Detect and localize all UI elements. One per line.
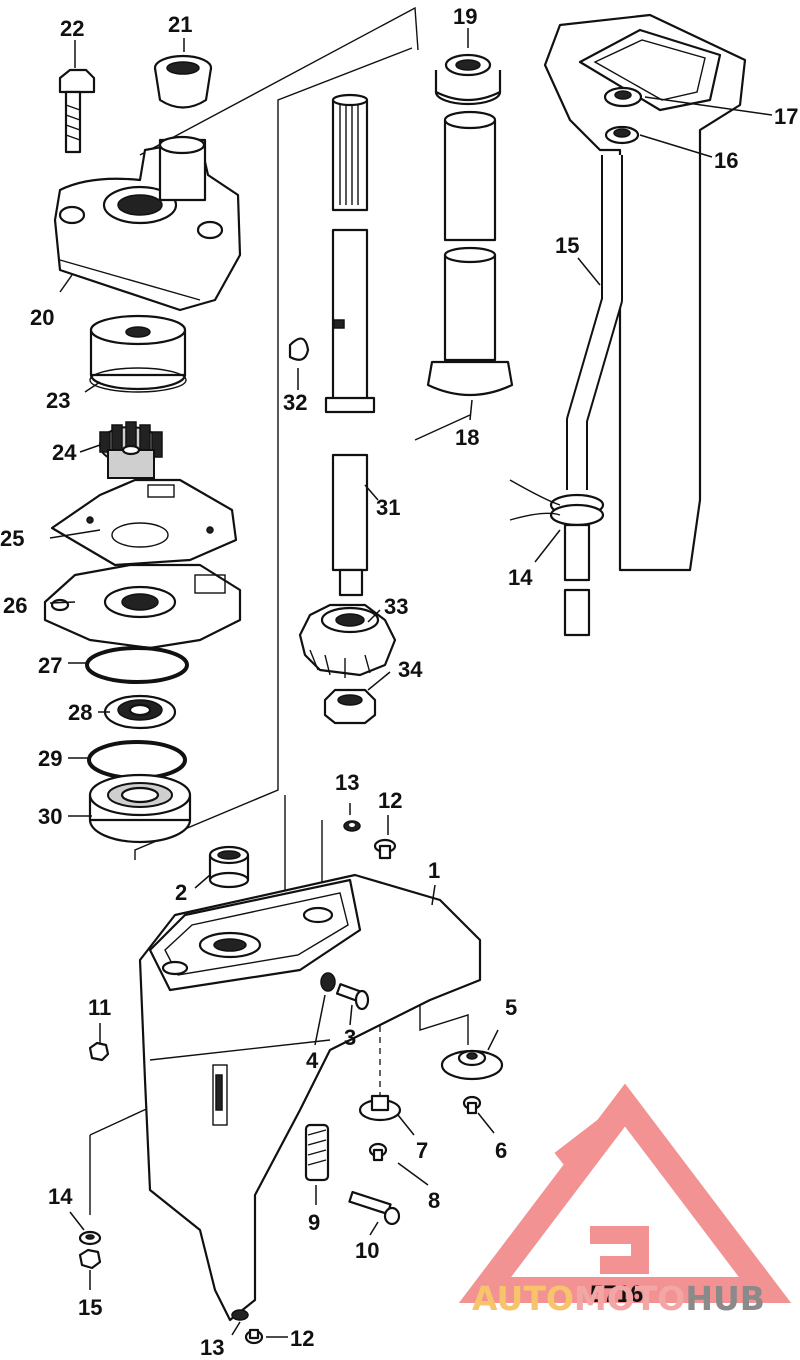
callout-19: 17 bbox=[774, 104, 798, 129]
leader-lines bbox=[49, 28, 773, 1338]
screw-10 bbox=[348, 1190, 401, 1226]
callout-10: 10 bbox=[355, 1238, 379, 1263]
callout-1: 1 bbox=[428, 858, 440, 883]
callout-24: 22 bbox=[60, 16, 84, 41]
trim-tab-5 bbox=[440, 1049, 504, 1081]
watermark-auto: AUTO bbox=[472, 1279, 574, 1318]
water-screen-9 bbox=[304, 1123, 330, 1182]
screw-12-upper bbox=[373, 838, 397, 860]
water-pump-housing-22 bbox=[53, 135, 242, 312]
watermark-hub: HUB bbox=[685, 1279, 765, 1318]
callout-23: 21 bbox=[168, 12, 192, 37]
water-tube-20 bbox=[426, 110, 514, 397]
washer-13-lower bbox=[231, 1309, 249, 1321]
impeller-26 bbox=[99, 421, 163, 479]
screw-8 bbox=[368, 1142, 388, 1162]
gasket-plate-27 bbox=[50, 478, 238, 567]
grommet-21 bbox=[434, 53, 502, 106]
callout-35: 33 bbox=[384, 594, 408, 619]
bolt-24 bbox=[58, 68, 96, 154]
seal-18 bbox=[604, 125, 640, 145]
callout-16: 14 bbox=[508, 565, 533, 590]
washer-14 bbox=[78, 1230, 102, 1246]
impeller-cup-25 bbox=[89, 314, 187, 393]
exhaust-housing-outline bbox=[543, 13, 747, 572]
callout-18: 16 bbox=[714, 148, 738, 173]
pump-base-28 bbox=[43, 563, 242, 650]
o-ring-29 bbox=[85, 646, 189, 684]
grommet-19 bbox=[603, 86, 643, 108]
pinion-gear-35 bbox=[298, 603, 397, 678]
seal-30 bbox=[103, 694, 177, 730]
bushing-2 bbox=[208, 845, 250, 889]
callout-9: 9 bbox=[308, 1210, 320, 1235]
callout-6: 6 bbox=[495, 1138, 507, 1163]
callout-17: 15 bbox=[555, 233, 579, 258]
callout-14: 14 bbox=[48, 1184, 73, 1209]
nut-36 bbox=[323, 688, 377, 725]
callout-21: 19 bbox=[453, 4, 477, 29]
callout-25: 23 bbox=[46, 388, 70, 413]
watermark-moto: MOTO bbox=[574, 1279, 685, 1318]
callout-15: 15 bbox=[78, 1295, 102, 1320]
key-34 bbox=[288, 337, 310, 361]
svg-text:AUTOMOTOHUB: AUTOMOTOHUB bbox=[472, 1279, 765, 1318]
callout-4: 4 bbox=[306, 1048, 319, 1073]
drive-shaft-housing-1 bbox=[138, 873, 482, 1322]
callout-12-lower: 12 bbox=[290, 1326, 314, 1351]
screw-3 bbox=[335, 983, 370, 1011]
callout-3: 3 bbox=[344, 1025, 356, 1050]
callout-32: 30 bbox=[38, 804, 62, 829]
callout-11: 11 bbox=[88, 995, 111, 1020]
screw-4 bbox=[320, 972, 336, 992]
drive-shaft-33 bbox=[324, 93, 376, 597]
grommet-16 bbox=[509, 479, 605, 637]
callout-5: 5 bbox=[505, 995, 517, 1020]
callout-13-upper: 13 bbox=[335, 770, 359, 795]
callout-22: 20 bbox=[30, 305, 54, 330]
callout-8: 8 bbox=[428, 1188, 440, 1213]
screw-12-lower bbox=[244, 1328, 264, 1345]
callout-20: 18 bbox=[455, 425, 479, 450]
nut-15 bbox=[78, 1248, 102, 1270]
fitting-7 bbox=[358, 1094, 402, 1122]
callout-28: 26 bbox=[3, 593, 27, 618]
nut-11 bbox=[88, 1041, 110, 1062]
callout-33: 31 bbox=[376, 495, 400, 520]
callout-36: 34 bbox=[398, 657, 423, 682]
callout-13-lower: 13 bbox=[200, 1335, 224, 1360]
callout-12-upper: 12 bbox=[378, 788, 402, 813]
callout-29: 27 bbox=[38, 653, 62, 678]
callout-31: 29 bbox=[38, 746, 62, 771]
callout-26: 24 bbox=[52, 440, 77, 465]
figure-number: 5716 bbox=[590, 1281, 643, 1308]
o-ring-31 bbox=[87, 740, 187, 780]
grommet-23 bbox=[153, 54, 213, 109]
callout-34: 32 bbox=[283, 390, 307, 415]
bearing-32 bbox=[88, 773, 192, 844]
watermark-logo bbox=[458, 1083, 792, 1303]
watermark-text: AUTOMOTOHUB bbox=[472, 1279, 765, 1318]
callout-labels: 22 21 19 17 16 15 20 23 32 18 24 31 25 1… bbox=[0, 4, 798, 1360]
callout-30: 28 bbox=[68, 700, 92, 725]
callout-7: 7 bbox=[416, 1138, 428, 1163]
callout-27: 25 bbox=[0, 526, 24, 551]
washer-13-upper bbox=[343, 820, 361, 832]
screw-6 bbox=[462, 1095, 482, 1115]
callout-2: 2 bbox=[175, 880, 187, 905]
